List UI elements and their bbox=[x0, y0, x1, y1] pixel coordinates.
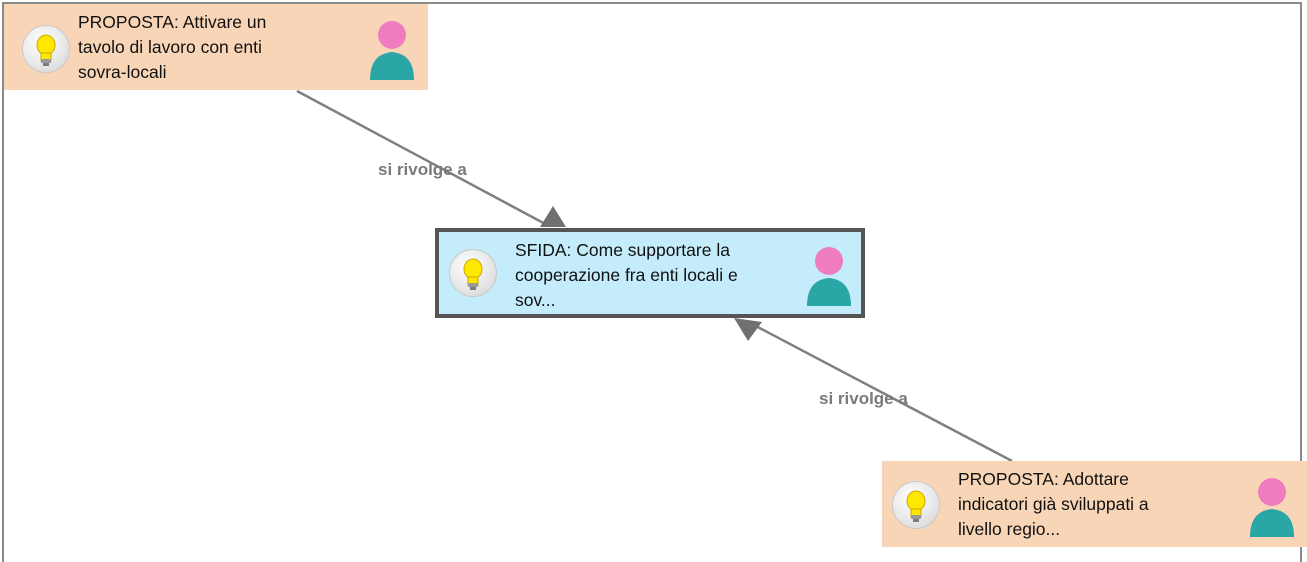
edge-line bbox=[296, 89, 550, 228]
lightbulb-icon bbox=[449, 249, 497, 297]
lightbulb-icon bbox=[892, 481, 940, 529]
proposal-node[interactable]: PROPOSTA: Attivare un tavolo di lavoro c… bbox=[4, 4, 428, 90]
challenge-node[interactable]: SFIDA: Come supportare la cooperazione f… bbox=[435, 228, 865, 318]
node-text: PROPOSTA: Attivare un tavolo di lavoro c… bbox=[78, 12, 267, 82]
lightbulb-icon bbox=[22, 25, 70, 73]
edge[interactable]: si rivolge a bbox=[296, 89, 566, 228]
proposal-node[interactable]: PROPOSTA: Adottare indicatori già svilup… bbox=[882, 461, 1307, 547]
arrowhead-icon bbox=[734, 318, 762, 341]
node-text: PROPOSTA: Adottare indicatori già svilup… bbox=[958, 469, 1149, 539]
user-avatar-icon bbox=[1250, 478, 1294, 537]
user-avatar-icon bbox=[807, 247, 851, 306]
user-avatar-icon bbox=[370, 21, 414, 80]
edge-label: si rivolge a bbox=[378, 160, 467, 179]
node-text: SFIDA: Come supportare la cooperazione f… bbox=[515, 240, 738, 310]
edge-label: si rivolge a bbox=[819, 389, 908, 408]
edge-line bbox=[751, 322, 1013, 463]
edge[interactable]: si rivolge a bbox=[734, 318, 1013, 463]
arrowhead-icon bbox=[540, 206, 566, 227]
